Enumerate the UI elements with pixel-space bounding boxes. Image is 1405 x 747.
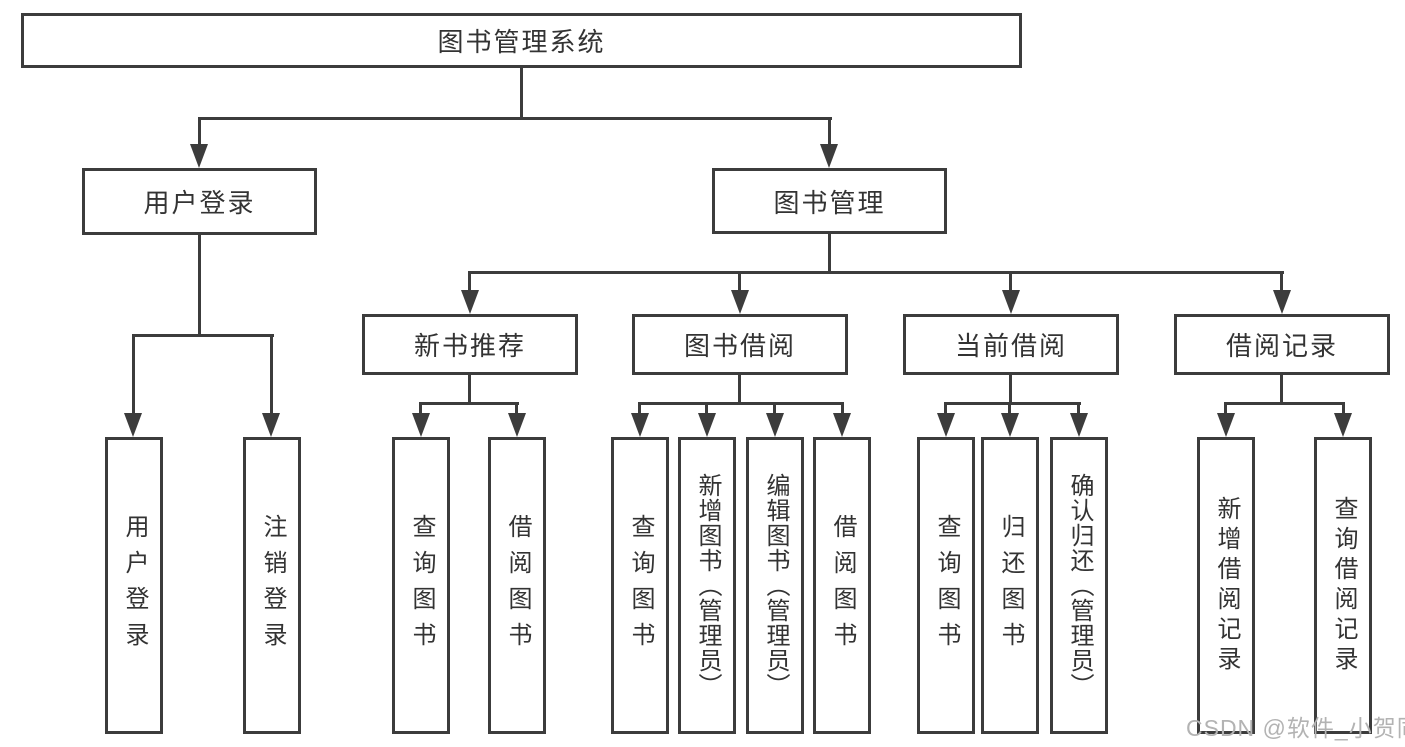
node-new-books: 新书推荐 bbox=[362, 314, 578, 375]
arrow-into-cb-query bbox=[937, 413, 955, 437]
node-leaf-nb-query: 查询图书 bbox=[392, 437, 450, 734]
node-root: 图书管理系统 bbox=[21, 13, 1022, 68]
node-leaf-cb-query: 查询图书 bbox=[917, 437, 975, 734]
arrow-into-login bbox=[190, 144, 208, 168]
arrow-into-bb-borrow bbox=[833, 413, 851, 437]
connector-login-trunk bbox=[198, 234, 201, 337]
connector-login-arm-user-login bbox=[132, 334, 135, 416]
node-leaf-bb-add-label: 新增图书（管理员） bbox=[694, 473, 721, 698]
connector-current-borrow-trunk bbox=[1009, 375, 1012, 405]
arrow-into-nb-query bbox=[412, 413, 430, 437]
arrow-into-br-add bbox=[1217, 413, 1235, 437]
connector-root-hbar bbox=[198, 117, 832, 120]
connector-book-borrow-arm-borrow bbox=[841, 402, 844, 416]
node-leaf-br-add: 新增借阅记录 bbox=[1197, 437, 1255, 734]
node-login: 用户登录 bbox=[82, 168, 317, 235]
connector-management-trunk bbox=[828, 234, 831, 274]
node-leaf-cb-query-label: 查询图书 bbox=[933, 513, 960, 658]
node-leaf-nb-borrow: 借阅图书 bbox=[488, 437, 546, 734]
node-leaf-cb-confirm: 确认归还（管理员） bbox=[1050, 437, 1108, 734]
arrow-into-current-borrow bbox=[1002, 290, 1020, 314]
arrow-into-bb-edit bbox=[766, 413, 784, 437]
node-root-label: 图书管理系统 bbox=[437, 27, 606, 57]
node-borrow-records-label: 借阅记录 bbox=[1225, 331, 1338, 361]
arrow-into-nb-borrow bbox=[508, 413, 526, 437]
connector-book-borrow-arm-query bbox=[638, 402, 641, 416]
connector-borrow-records-trunk bbox=[1280, 375, 1283, 405]
node-leaf-bb-edit: 编辑图书（管理员） bbox=[746, 437, 804, 734]
node-leaf-nb-query-label: 查询图书 bbox=[408, 513, 435, 658]
node-management: 图书管理 bbox=[712, 168, 947, 234]
node-leaf-bb-borrow: 借阅图书 bbox=[813, 437, 871, 734]
node-book-borrow-label: 图书借阅 bbox=[683, 331, 796, 361]
node-leaf-bb-query-label: 查询图书 bbox=[627, 513, 654, 658]
connector-management-arm-book-borrow bbox=[738, 271, 741, 293]
node-current-borrow-label: 当前借阅 bbox=[954, 331, 1067, 361]
node-leaf-nb-borrow-label: 借阅图书 bbox=[504, 513, 531, 658]
arrow-into-management bbox=[820, 144, 838, 168]
connector-current-borrow-hbar bbox=[944, 402, 1081, 405]
node-book-borrow: 图书借阅 bbox=[632, 314, 848, 375]
node-login-label: 用户登录 bbox=[143, 188, 256, 218]
node-leaf-br-query: 查询借阅记录 bbox=[1314, 437, 1372, 734]
node-leaf-br-query-label: 查询借阅记录 bbox=[1330, 495, 1357, 676]
connector-borrow-records-arm-add bbox=[1224, 402, 1227, 416]
connector-new-books-arm-query bbox=[419, 402, 422, 416]
node-management-label: 图书管理 bbox=[773, 187, 886, 218]
connector-management-arm-new-books bbox=[468, 271, 471, 293]
arrow-into-logout bbox=[262, 413, 280, 437]
node-leaf-bb-add: 新增图书（管理员） bbox=[678, 437, 736, 734]
connector-current-borrow-arm-confirm bbox=[1077, 402, 1080, 416]
arrow-into-bb-query bbox=[631, 413, 649, 437]
connector-book-borrow-arm-edit bbox=[773, 402, 776, 416]
connector-borrow-records-hbar bbox=[1224, 402, 1345, 405]
arrow-into-bb-add bbox=[698, 413, 716, 437]
node-borrow-records: 借阅记录 bbox=[1174, 314, 1390, 375]
arrow-into-user-login bbox=[124, 413, 142, 437]
node-leaf-br-add-label: 新增借阅记录 bbox=[1213, 495, 1240, 676]
arrow-into-new-books bbox=[461, 290, 479, 314]
node-leaf-logout: 注销登录 bbox=[243, 437, 301, 734]
arrow-into-book-borrow bbox=[731, 290, 749, 314]
connector-new-books-trunk bbox=[468, 375, 471, 405]
connector-management-hbar bbox=[468, 271, 1284, 274]
arrow-into-borrow-records bbox=[1273, 290, 1291, 314]
connector-current-borrow-arm-query bbox=[944, 402, 947, 416]
node-current-borrow: 当前借阅 bbox=[903, 314, 1119, 375]
node-leaf-user-login-label: 用户登录 bbox=[121, 513, 148, 658]
node-leaf-cb-confirm-label: 确认归还（管理员） bbox=[1066, 473, 1093, 698]
node-leaf-bb-query: 查询图书 bbox=[611, 437, 669, 734]
connector-new-books-arm-borrow bbox=[515, 402, 518, 416]
arrow-into-cb-return bbox=[1001, 413, 1019, 437]
node-leaf-logout-label: 注销登录 bbox=[259, 513, 286, 658]
node-leaf-bb-borrow-label: 借阅图书 bbox=[829, 513, 856, 658]
connector-root-arm-management bbox=[828, 117, 831, 149]
csdn-watermark: CSDN @软件_小贺同学 bbox=[1186, 715, 1405, 741]
connector-borrow-records-arm-query bbox=[1342, 402, 1345, 416]
connector-login-hbar bbox=[132, 334, 274, 337]
connector-book-borrow-arm-add bbox=[705, 402, 708, 416]
connector-management-arm-borrow-records bbox=[1280, 271, 1283, 293]
node-new-books-label: 新书推荐 bbox=[413, 331, 526, 361]
arrow-into-br-query bbox=[1334, 413, 1352, 437]
connector-book-borrow-trunk bbox=[738, 375, 741, 405]
node-leaf-cb-return-label: 归还图书 bbox=[997, 513, 1024, 658]
connector-login-arm-logout bbox=[270, 334, 273, 416]
connector-root-arm-login bbox=[198, 117, 201, 149]
node-leaf-cb-return: 归还图书 bbox=[981, 437, 1039, 734]
connector-current-borrow-arm-return bbox=[1008, 402, 1011, 416]
connector-management-arm-current-borrow bbox=[1009, 271, 1012, 293]
node-leaf-bb-edit-label: 编辑图书（管理员） bbox=[762, 473, 789, 698]
arrow-into-cb-confirm bbox=[1070, 413, 1088, 437]
connector-new-books-hbar bbox=[419, 402, 519, 405]
connector-root-trunk bbox=[520, 66, 523, 119]
connector-book-borrow-hbar bbox=[638, 402, 844, 405]
node-leaf-user-login: 用户登录 bbox=[105, 437, 163, 734]
